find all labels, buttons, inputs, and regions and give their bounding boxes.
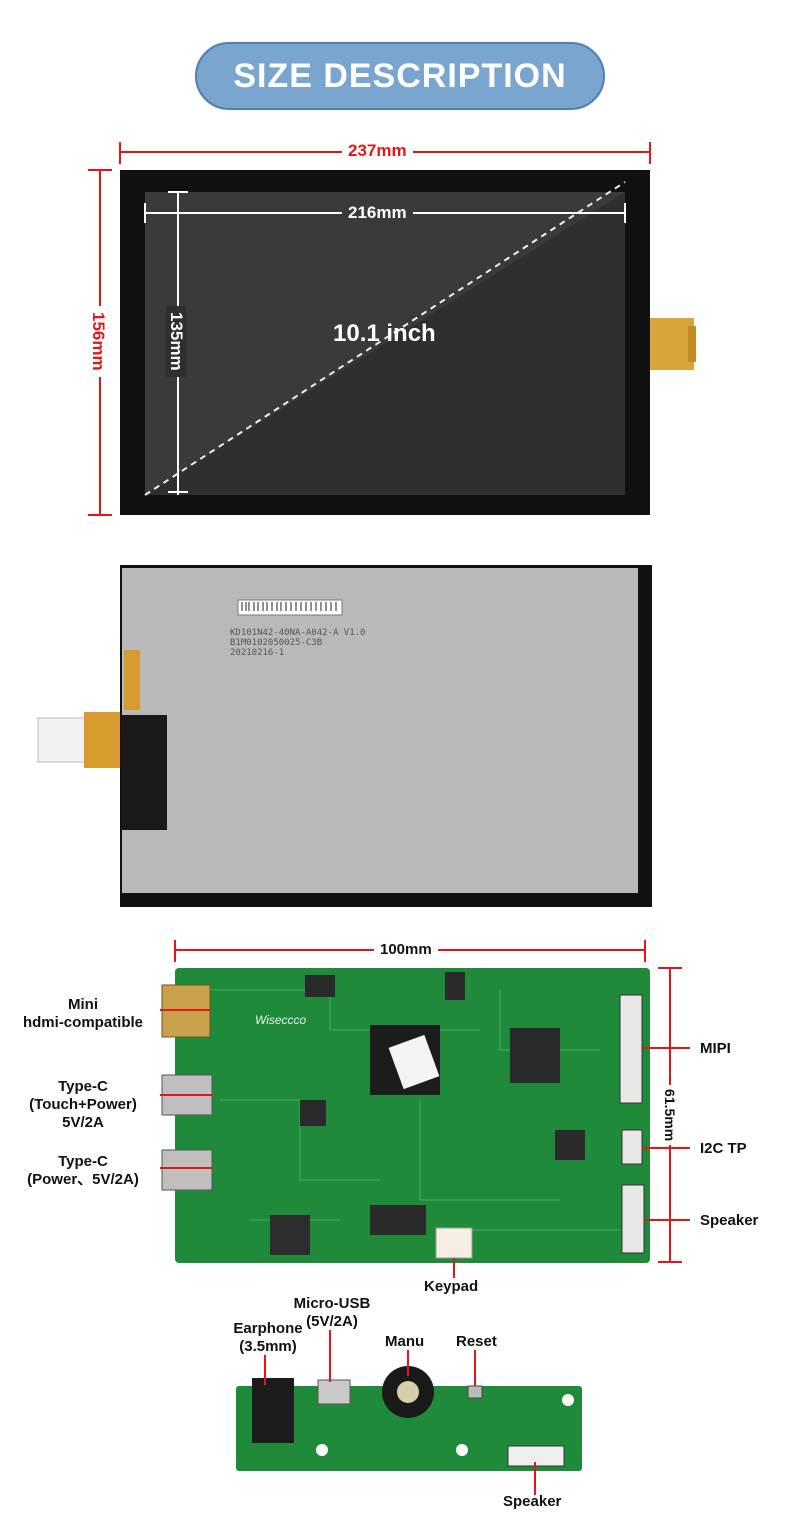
label-keypad: Keypad [424,1278,479,1295]
label-speaker-right: Speaker [700,1212,759,1229]
label-manu: Manu [385,1333,425,1350]
label-speaker-bottom: Speaker [503,1493,562,1510]
front-width-label: 237mm [342,141,413,161]
back-label-line: 20210216-1 [230,648,285,658]
back-label-text: KD101N42-40NA-A042-A V1.0 B1M0102050025-… [230,628,365,658]
back-label-line: B1M0102050025-C3B [230,638,323,648]
active-width-label: 216mm [342,203,413,223]
board-silk-label: Wiseccco [255,1013,307,1027]
label-reset: Reset [456,1333,497,1350]
diagonal-label: 10.1 inch [333,320,436,347]
label-micro-usb: Micro-USB (5V/2A) [293,1295,371,1330]
label-typec-power: Type-C (Power、5V/2A) [27,1153,139,1188]
label-i2c-tp: I2C TP [700,1140,747,1157]
front-height-label: 156mm [88,306,108,377]
active-height-label: 135mm [166,306,186,377]
label-mipi: MIPI [700,1040,731,1057]
board-width-label: 100mm [374,941,438,958]
board-height-label: 61.5mm [662,1085,678,1146]
page-title: SIZE DESCRIPTION [233,56,567,95]
back-label-line: KD101N42-40NA-A042-A V1.0 [230,628,366,638]
label-mini-hdmi: Mini hdmi-compatible [22,996,143,1031]
title-pill: SIZE DESCRIPTION [195,42,605,110]
label-earphone: Earphone (3.5mm) [233,1320,303,1355]
label-typec-touch: Type-C (Touch+Power) 5V/2A [29,1078,137,1131]
